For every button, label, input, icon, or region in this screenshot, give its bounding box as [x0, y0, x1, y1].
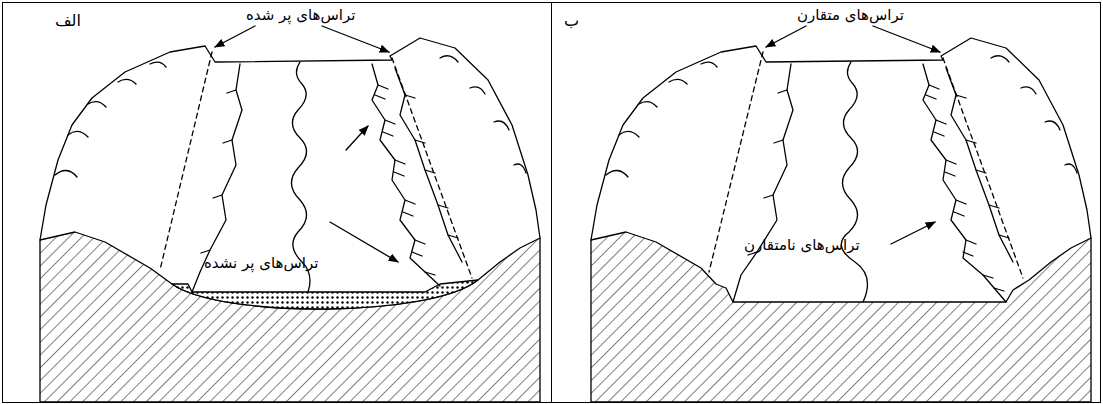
- leader-arrow: [322, 26, 389, 52]
- panel-frame: الف: [2, 2, 552, 403]
- terrace-scarp: [395, 68, 462, 262]
- filled-terrace-block: [40, 26, 540, 402]
- panel-letter: الف: [55, 11, 81, 30]
- leader-arrow: [346, 126, 368, 150]
- scarp-hachure: [748, 90, 787, 255]
- hill-contour: [55, 56, 526, 177]
- terrace-label: تراس‌های پر شده: [246, 6, 355, 24]
- terrace-scarp: [946, 68, 1013, 262]
- block-top-edge: [591, 38, 1091, 240]
- scarp-hachure: [405, 95, 458, 238]
- leader-arrow: [330, 222, 398, 262]
- panel-letter: ب: [564, 11, 579, 30]
- hill-contour: [606, 56, 1077, 177]
- scarp-hachure: [956, 95, 1009, 238]
- terrace-scarp: [733, 64, 793, 302]
- leader-arrow: [215, 26, 255, 47]
- leader-arrow: [766, 26, 806, 47]
- river-channel: [841, 62, 867, 302]
- terrace-edge-dashed: [160, 52, 472, 278]
- scarp-hachure: [926, 85, 1004, 291]
- paired-terrace-block: [591, 26, 1091, 402]
- alluvial-fill: [172, 280, 478, 309]
- terrace-label: تراس‌های پر نشده: [204, 254, 318, 272]
- terrace-scarp: [923, 64, 1006, 302]
- scarp-hachure: [201, 90, 236, 253]
- scarp-hachure: [375, 85, 435, 275]
- terrace-label: تراس‌های نامتقارن: [744, 236, 860, 254]
- terrace-label: تراس‌های متقارن: [797, 6, 904, 24]
- panel-frame: ب: [551, 2, 1101, 403]
- leader-arrow: [891, 222, 935, 244]
- block-top-edge: [40, 38, 540, 240]
- leader-arrow: [873, 26, 940, 52]
